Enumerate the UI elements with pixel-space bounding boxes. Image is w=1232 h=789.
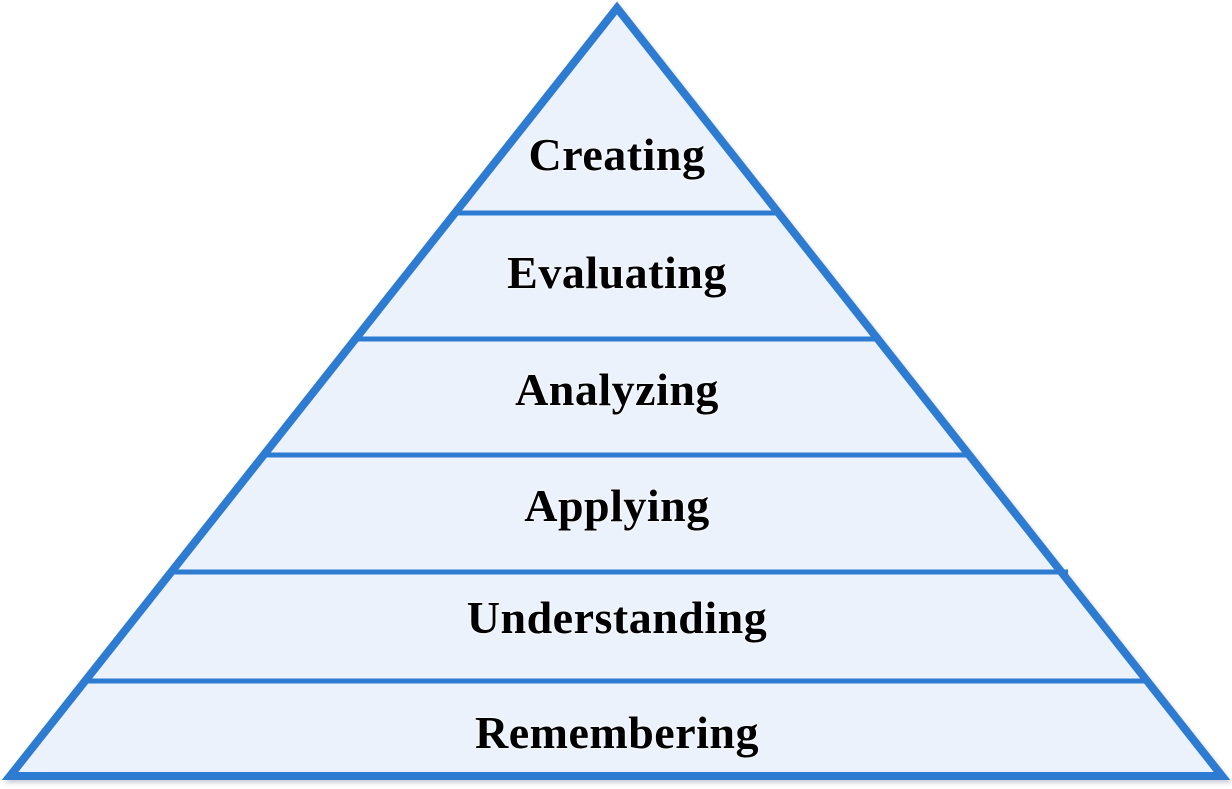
pyramid-level-evaluating: Evaluating [507, 247, 727, 298]
pyramid-level-remembering: Remembering [475, 707, 759, 758]
pyramid-level-creating: Creating [528, 129, 706, 180]
pyramid-level-applying: Applying [524, 480, 710, 531]
pyramid-level-analyzing: Analyzing [515, 364, 719, 415]
pyramid-level-understanding: Understanding [466, 592, 768, 643]
